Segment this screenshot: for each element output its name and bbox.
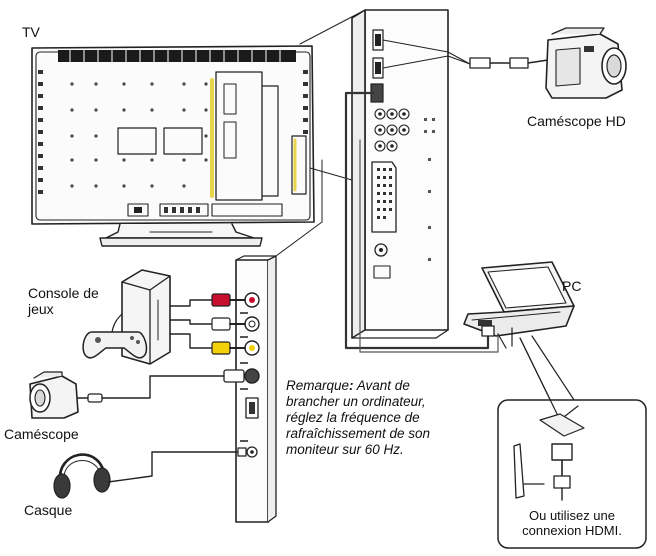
hdmi-option-line1: Ou utilisez une [529,508,615,523]
remark-line2: brancher un ordinateur, [286,394,426,409]
remark-prefix: Remarque [286,378,350,393]
tv-label: TV [22,24,40,40]
hdmi-option-text: Ou utilisez une connexion HDMI. [502,508,642,538]
remark-note: Remarque: Avant de brancher un ordinateu… [286,378,430,458]
remark-colon: : [349,378,354,393]
camcorder-label: Caméscope [4,426,79,442]
laptop-icon [463,261,575,337]
remark-line1: Remarque: Avant de [286,378,430,394]
camcorder-hd-label: Caméscope HD [527,113,626,129]
headphones-label: Casque [24,502,73,518]
hdmi-cable-hd [382,39,549,69]
hdmi-option-inset [497,335,647,549]
vga-cable [344,91,513,353]
tv-back-panel [31,45,315,247]
game-console-label-line2: jeux [28,301,54,318]
remark-line1-rest: Avant de [353,378,410,393]
remark-line5: moniteur sur 60 Hz. [286,442,404,457]
game-console-label: Console de jeux [28,285,99,317]
hd-camcorder-icon [545,27,627,99]
game-console-label-line1: Console de [28,285,99,301]
rca-cables [169,293,246,355]
hdmi-option-line2: connexion HDMI. [522,523,622,538]
remark-line3: réglez la fréquence de [286,410,420,425]
remark-line4: rafraîchissement de son [286,426,431,441]
camcorder-icon [29,369,245,419]
gamepad-icon [82,313,148,359]
headphones-icon [53,447,247,499]
pc-label: PC [562,278,582,294]
